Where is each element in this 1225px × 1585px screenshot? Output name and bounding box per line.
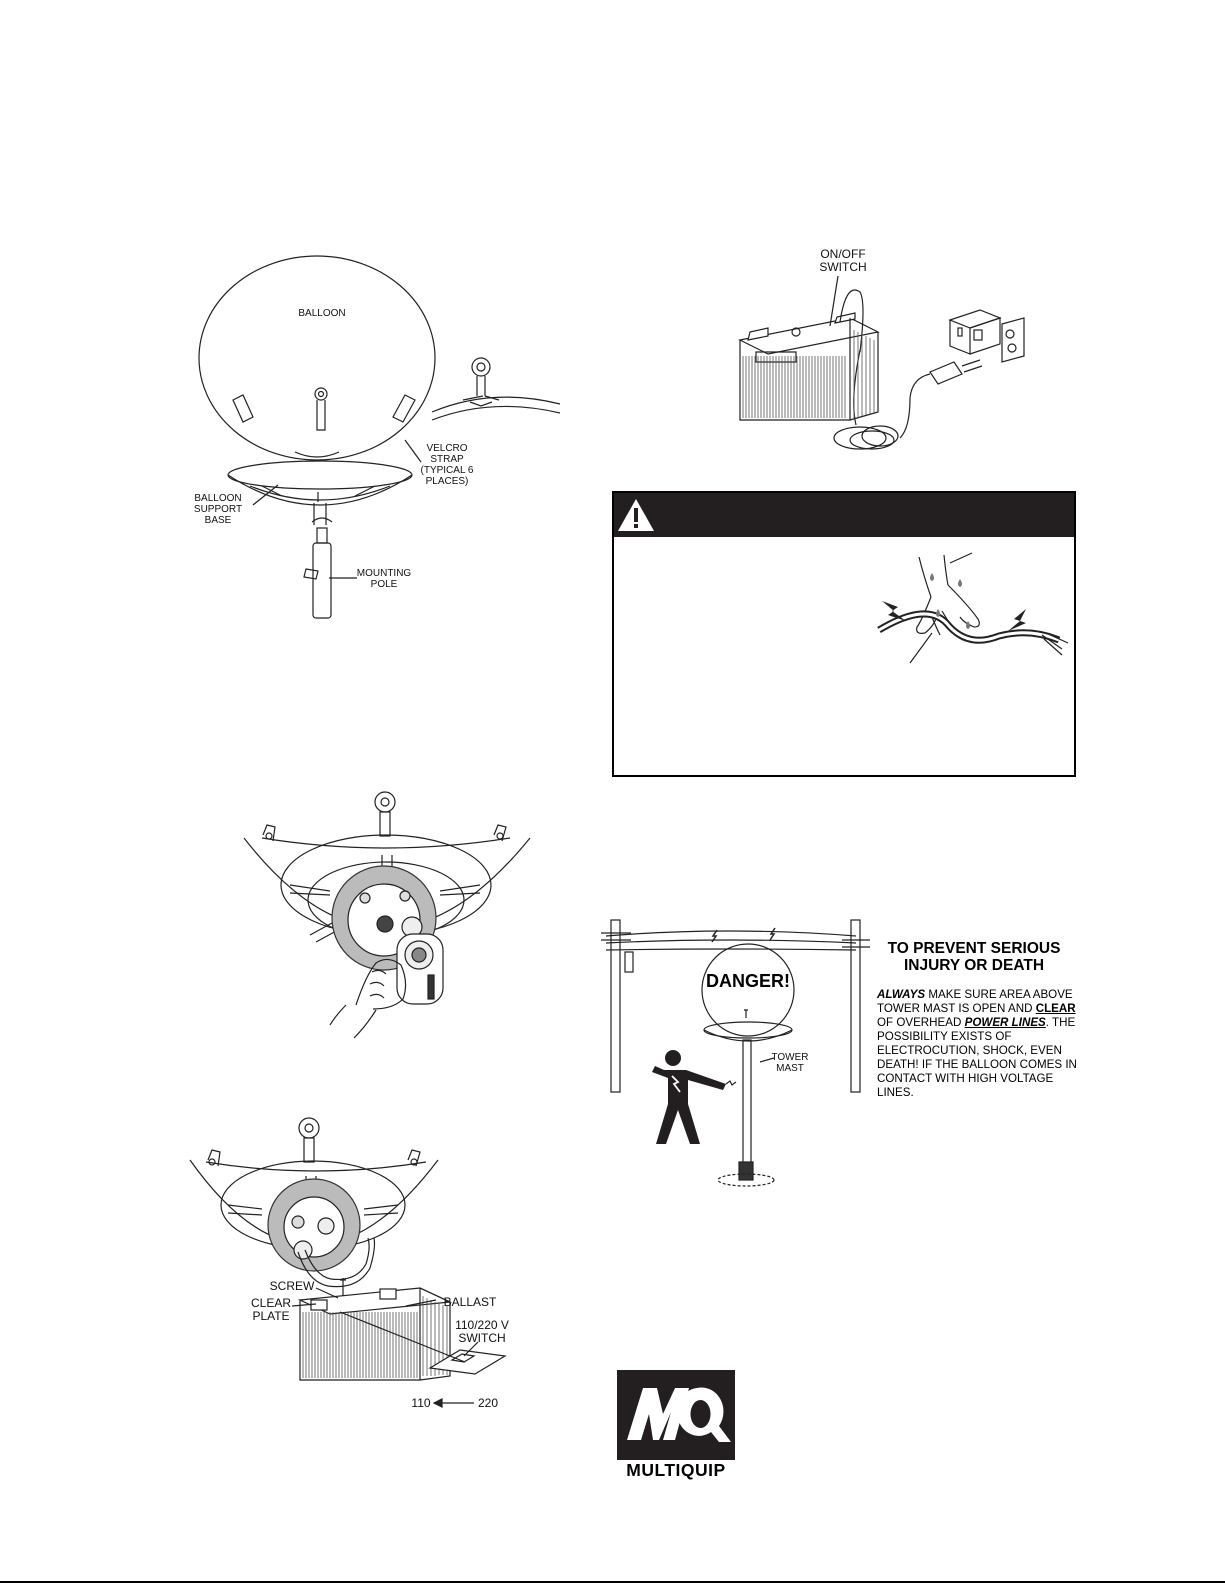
screw-label: SCREW [269,1279,315,1293]
warning-header-bar [614,493,1074,537]
warning-box [612,491,1076,777]
wet-hand-icon [877,552,1069,664]
onoff-switch-label: ON/OFF SWITCH [819,247,867,274]
clear-emphasis: CLEAR [1035,1002,1076,1015]
danger-heading: TO PREVENT SERIOUS INJURY OR DEATH [887,940,1061,974]
multiquip-wordmark: MULTIQUIP [626,1460,726,1480]
tower-mast-label: TOWER MAST [771,1052,809,1074]
power-lines-emphasis: POWER LINES [964,1016,1046,1029]
220-label: 220 [477,1396,499,1410]
danger-text-2: OF OVERHEAD [877,1016,965,1029]
support-base-label: BALLOON SUPPORT BASE [193,493,243,526]
danger-sign-text: DANGER! [706,971,790,991]
ballast-label: BALLAST [443,1295,497,1309]
danger-body: ALWAYS MAKE SURE AREA ABOVE TOWER MAST I… [877,988,1087,1100]
mounting-pole-label: MOUNTING POLE [356,568,412,590]
warning-triangle-icon [618,499,654,531]
danger-text-1: MAKE SURE AREA ABOVE TOWER MAST IS OPEN … [877,988,1073,1015]
page-bottom-rule [0,1581,1225,1583]
balloon-label: BALLOON [298,308,346,319]
electrocution-person-icon [652,1050,726,1144]
mq-logo-mark [617,1370,735,1460]
velcro-strap-label: VELCRO STRAP (TYPICAL 6 PLACES) [420,443,474,487]
danger-text-3: . THE POSSIBILITY EXISTS OF ELECTROCUTIO… [877,1016,1077,1099]
clear-plate-label: CLEAR PLATE [250,1296,291,1323]
110-label: 110 [411,1396,431,1410]
always-emphasis: ALWAYS [877,988,926,1001]
voltage-switch-label: 110/220 V SWITCH [455,1318,509,1345]
